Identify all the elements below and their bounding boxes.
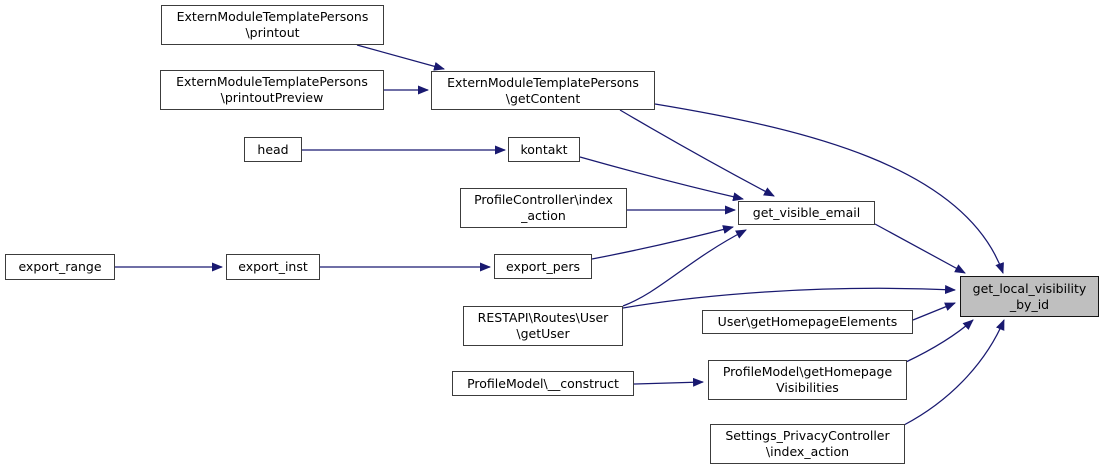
node-label: RESTAPI\Routes\User \getUser (477, 310, 609, 341)
node-exportRange[interactable]: export_range (5, 254, 115, 280)
node-label: export_range (18, 259, 102, 274)
node-label: ProfileModel\getHomepage Visibilities (722, 364, 893, 395)
edge-getContent-to-getVisibleEmail (619, 109, 775, 197)
node-label: ProfileModel\__construct (467, 375, 619, 391)
edge-profileModelGetHomepageVisibilities-to-getLocalVisibilityById (905, 319, 974, 363)
node-label: kontakt (520, 141, 568, 157)
edge-settingsPrivacyControllerIndexAction-to-getLocalVisibilityById (903, 319, 1005, 426)
node-profileControllerIndexAction[interactable]: ProfileController\index _action (460, 188, 627, 228)
node-label: ProfileController\index _action (474, 192, 613, 223)
node-label: Settings_PrivacyController \index_action (725, 428, 890, 459)
node-getContent[interactable]: ExternModuleTemplatePersons \getContent (431, 71, 655, 110)
edge-printout-to-getContent (356, 44, 445, 71)
edge-restapiGetUser-to-getVisibleEmail (622, 229, 747, 307)
node-label: ExternModuleTemplatePersons \printout (176, 9, 369, 40)
node-label: ExternModuleTemplatePersons \printoutPre… (176, 74, 368, 105)
node-getLocalVisibilityById: get_local_visibility _by_id (960, 276, 1099, 317)
node-label: head (257, 141, 289, 157)
edge-getVisibleEmail-to-getLocalVisibilityById (874, 223, 966, 274)
node-printoutPreview[interactable]: ExternModuleTemplatePersons \printoutPre… (160, 70, 384, 110)
edge-kontakt-to-getVisibleEmail (579, 156, 744, 202)
edge-exportPers-to-getVisibleEmail (591, 225, 734, 260)
node-kontakt[interactable]: kontakt (508, 137, 580, 162)
node-getVisibleEmail[interactable]: get_visible_email (738, 201, 875, 225)
node-profileModelGetHomepageVisibilities[interactable]: ProfileModel\getHomepage Visibilities (708, 360, 907, 400)
edge-group (115, 44, 1005, 426)
node-label: export_inst (238, 259, 308, 274)
node-head[interactable]: head (244, 137, 302, 162)
node-userGetHomepageElements[interactable]: User\getHomepageElements (702, 310, 913, 334)
node-label: ExternModuleTemplatePersons \getContent (447, 74, 639, 106)
edge-profileModelConstruct-to-profileModelGetHomepageVisibilities (633, 377, 704, 387)
node-label: User\getHomepageElements (717, 314, 898, 329)
node-label: get_visible_email (752, 205, 861, 220)
node-label: export_pers (505, 258, 581, 274)
node-restapiGetUser[interactable]: RESTAPI\Routes\User \getUser (463, 306, 623, 346)
edge-restapiGetUser-to-getLocalVisibilityById (622, 285, 956, 309)
edge-userGetHomepageElements-to-getLocalVisibilityById (912, 302, 956, 321)
node-exportPers[interactable]: export_pers (494, 254, 592, 279)
node-profileModelConstruct[interactable]: ProfileModel\__construct (452, 371, 634, 396)
node-label: get_local_visibility _by_id (972, 280, 1087, 312)
edge-getContent-to-getLocalVisibilityById (654, 103, 1004, 274)
node-settingsPrivacyControllerIndexAction[interactable]: Settings_PrivacyController \index_action (710, 424, 905, 464)
node-printout[interactable]: ExternModuleTemplatePersons \printout (161, 5, 384, 45)
node-exportInst[interactable]: export_inst (226, 254, 320, 280)
